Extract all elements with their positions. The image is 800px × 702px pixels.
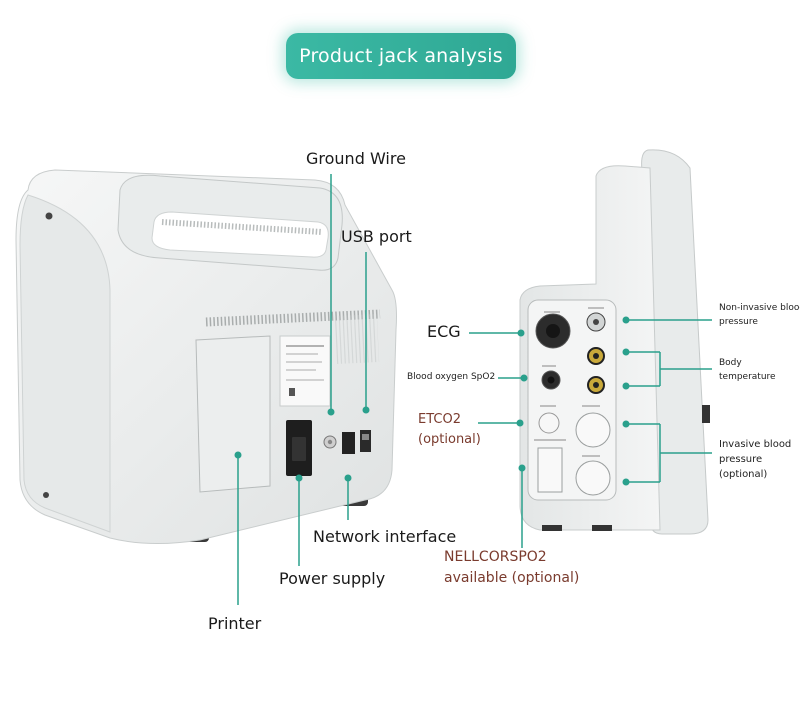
label-etco2-line1: ETCO2 bbox=[418, 412, 461, 427]
label-ground-wire: Ground Wire bbox=[306, 149, 406, 168]
label-temp-line1: Body bbox=[719, 358, 742, 368]
label-ibp: Invasive blood pressure (optional) bbox=[719, 437, 791, 482]
label-ibp-line1: Invasive blood bbox=[719, 439, 792, 450]
label-nellcor-line1: NELLCORSPO2 bbox=[444, 549, 547, 565]
label-ibp-line3: (optional) bbox=[719, 469, 768, 480]
label-nibp-line2: pressure bbox=[719, 317, 758, 327]
leader-dots bbox=[234, 316, 630, 486]
label-etco2: ETCO2 (optional) bbox=[418, 410, 481, 450]
label-nibp-line1: Non-invasive blood bbox=[719, 303, 800, 313]
label-temp-line2: temperature bbox=[719, 372, 776, 382]
page-title: Product jack analysis bbox=[286, 33, 516, 79]
label-ibp-line2: pressure bbox=[719, 454, 763, 465]
label-nellcor: NELLCORSPO2 available (optional) bbox=[444, 547, 579, 589]
label-etco2-line2: (optional) bbox=[418, 432, 481, 447]
leader-lines bbox=[237, 174, 712, 605]
label-nibp: Non-invasive blood pressure bbox=[719, 301, 800, 329]
side-view-monitor bbox=[519, 149, 710, 535]
label-nellcor-line2: available (optional) bbox=[444, 570, 580, 586]
label-usb-port: USB port bbox=[341, 227, 412, 246]
label-printer: Printer bbox=[208, 614, 262, 633]
label-blood-oxygen: Blood oxygen SpO2 bbox=[407, 372, 496, 382]
label-network-interface: Network interface bbox=[313, 527, 457, 546]
back-view-monitor bbox=[15, 169, 397, 545]
label-body-temperature: Body temperature bbox=[719, 356, 776, 384]
label-ecg: ECG bbox=[427, 322, 461, 341]
label-power-supply: Power supply bbox=[279, 569, 386, 588]
